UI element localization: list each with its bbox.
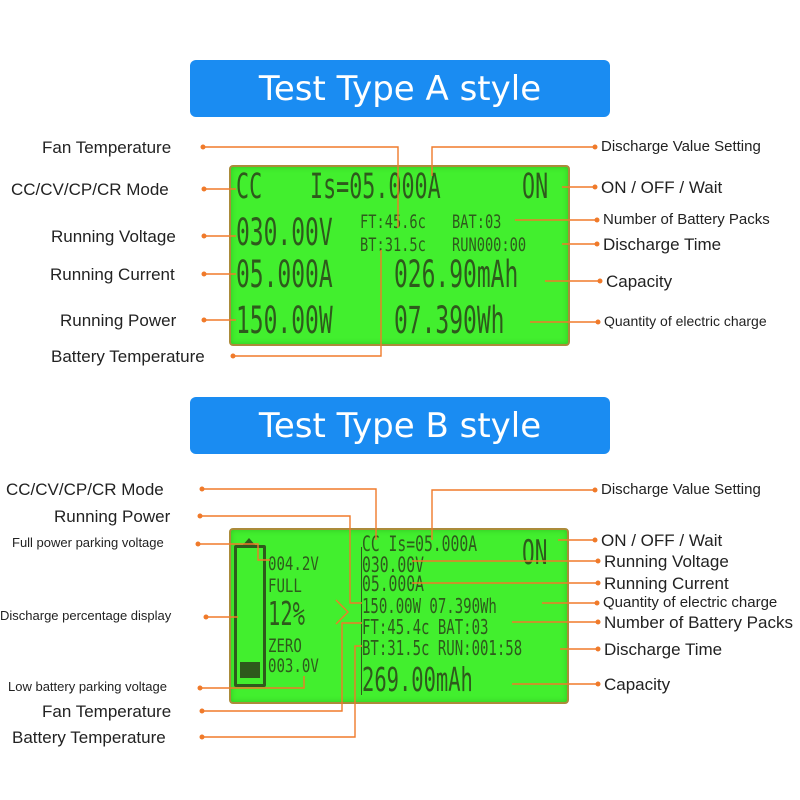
label-b-capacity: Capacity bbox=[604, 675, 671, 694]
lcd-a-current: 05.000A bbox=[236, 253, 333, 296]
label-a-fan-temperature: Fan Temperature bbox=[42, 138, 172, 157]
lcd-b-state: ON bbox=[522, 533, 548, 573]
lcd-b-power-energy: 150.00W 07.390Wh bbox=[362, 594, 497, 618]
label-b-discharge-value-setting: Discharge Value Setting bbox=[601, 481, 761, 498]
label-b-running-power: Running Power bbox=[54, 507, 171, 526]
lcd-b-current: 05.000A bbox=[362, 572, 424, 596]
lcd-a-energy: 07.390Wh bbox=[394, 299, 505, 342]
label-a-battery-temperature: Battery Temperature bbox=[51, 347, 205, 366]
section-b-title-banner: Test Type B style bbox=[190, 397, 610, 454]
label-a-running-power: Running Power bbox=[60, 311, 177, 330]
lcd-b-temp-time: BT:31.5c RUN:001:58 bbox=[362, 636, 523, 660]
label-b-running-current: Running Current bbox=[604, 574, 729, 593]
label-a-on-off-wait: ON / OFF / Wait bbox=[601, 178, 723, 197]
lcd-a-setting: Is=05.000A bbox=[310, 167, 441, 207]
label-b-running-voltage: Running Voltage bbox=[604, 552, 729, 571]
label-b-number-of-battery-packs: Number of Battery Packs bbox=[604, 613, 793, 632]
lcd-b-capacity: 269.00mAh bbox=[362, 660, 473, 699]
lcd-a-fan-temp: FT:45.6c bbox=[360, 211, 426, 233]
label-a-mode: CC/CV/CP/CR Mode bbox=[11, 180, 169, 199]
lcd-a-state: ON bbox=[522, 167, 549, 207]
label-a-number-of-battery-packs: Number of Battery Packs bbox=[603, 211, 770, 228]
lcd-a-run-time: RUN000:00 bbox=[452, 234, 527, 256]
section-b-title: Test Type B style bbox=[258, 405, 542, 446]
label-b-low-battery-parking-voltage: Low battery parking voltage bbox=[8, 679, 167, 694]
label-a-capacity: Capacity bbox=[606, 272, 673, 291]
lcd-b-left-panel-divider bbox=[253, 547, 362, 695]
label-b-mode: CC/CV/CP/CR Mode bbox=[6, 480, 164, 499]
lcd-b-voltage: 030.00V bbox=[362, 553, 424, 577]
lcd-b-low-voltage: 003.0V bbox=[268, 655, 319, 677]
lcd-b-mode-setting: CC Is=05.000A bbox=[362, 532, 478, 556]
section-a-title-banner: Test Type A style bbox=[190, 60, 610, 117]
lcd-b-fan-packs: FT:45.4c BAT:03 bbox=[362, 615, 489, 639]
label-b-fan-temperature: Fan Temperature bbox=[42, 702, 172, 721]
lcd-b-full-voltage: 004.2V bbox=[268, 553, 319, 575]
label-b-full-power-parking-voltage: Full power parking voltage bbox=[12, 535, 164, 550]
label-a-quantity-of-electric-charge: Quantity of electric charge bbox=[604, 313, 767, 329]
label-a-running-current: Running Current bbox=[50, 265, 175, 284]
label-a-discharge-time: Discharge Time bbox=[603, 235, 722, 254]
label-b-quantity-of-electric-charge: Quantity of electric charge bbox=[603, 594, 778, 611]
lcd-a-capacity: 026.90mAh bbox=[394, 253, 519, 296]
label-a-running-voltage: Running Voltage bbox=[51, 227, 176, 246]
section-a-title: Test Type A style bbox=[258, 68, 542, 109]
lcd-a-mode: CC bbox=[236, 167, 263, 207]
label-b-on-off-wait: ON / OFF / Wait bbox=[601, 531, 723, 550]
lcd-a-battery-packs: BAT:03 bbox=[452, 211, 502, 233]
lcd-a-voltage: 030.00V bbox=[236, 211, 333, 254]
lcd-b-zero: ZERO bbox=[268, 635, 302, 657]
label-b-discharge-time: Discharge Time bbox=[604, 640, 723, 659]
label-b-discharge-percentage-display: Discharge percentage display bbox=[0, 608, 172, 623]
lcd-b-percent: 12% bbox=[268, 594, 305, 633]
lcd-a-power: 150.00W bbox=[236, 299, 333, 342]
lcd-a-battery-temp: BT:31.5c bbox=[360, 234, 426, 256]
label-a-discharge-value-setting: Discharge Value Setting bbox=[601, 138, 761, 155]
label-b-battery-temperature: Battery Temperature bbox=[12, 728, 166, 747]
